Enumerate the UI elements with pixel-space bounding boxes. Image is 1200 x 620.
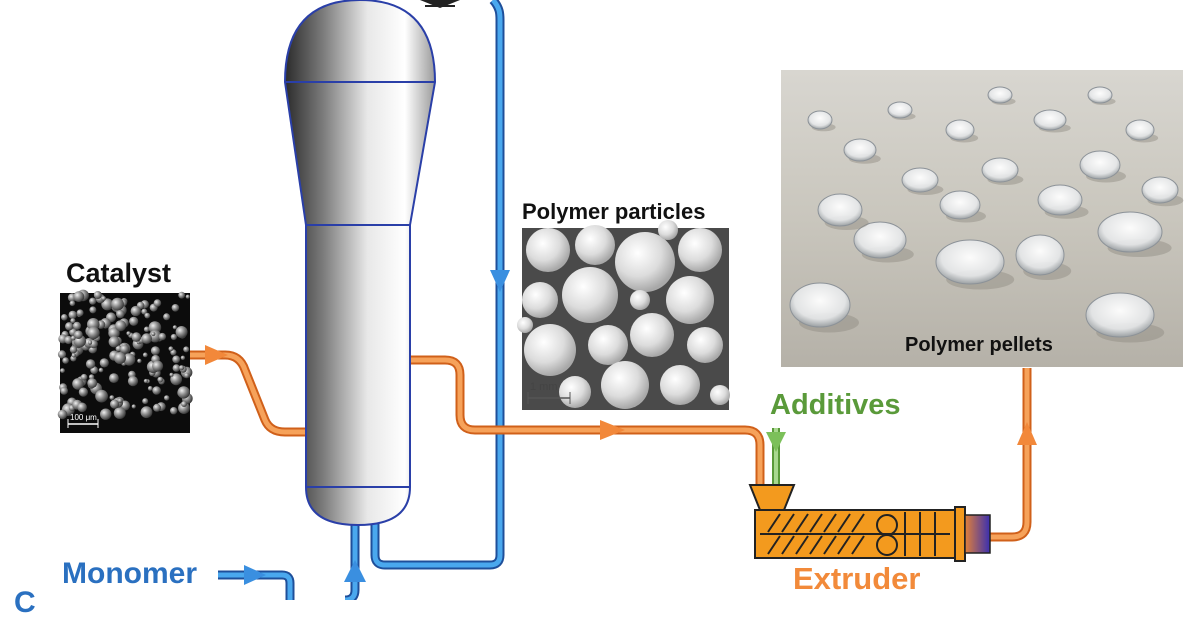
polymer-particles-image: 1 mm bbox=[517, 220, 730, 410]
extruder-label: Extruder bbox=[793, 561, 921, 596]
monomer-stream bbox=[218, 0, 505, 600]
catalyst-label: Catalyst bbox=[66, 258, 172, 288]
polymer-stream bbox=[190, 350, 1032, 542]
polymer-pellets-image bbox=[781, 70, 1184, 367]
additives-label: Additives bbox=[770, 389, 901, 421]
reactor-vessel-icon bbox=[283, 0, 460, 527]
polymer-pellets-label: Polymer pellets bbox=[905, 334, 1053, 356]
monomer-flow-arrow-down bbox=[490, 270, 510, 292]
process-diagram: 100 μm 1 mm bbox=[57, 0, 1184, 600]
polymer-particles-label: Polymer particles bbox=[522, 199, 706, 224]
particles-scale-label: 1 mm bbox=[530, 381, 558, 393]
product-flow-arrow bbox=[600, 420, 625, 440]
monomer-inlet-arrow bbox=[244, 565, 266, 585]
catalyst-image: 100 μm bbox=[57, 289, 193, 433]
catalyst-flow-arrow bbox=[205, 345, 228, 365]
monomer-label: Monomer bbox=[62, 557, 197, 590]
cut-off-label: C bbox=[14, 586, 36, 619]
monomer-flow-arrow-up bbox=[344, 560, 366, 582]
pellet-flow-arrow bbox=[1017, 422, 1037, 445]
additives-feed bbox=[766, 428, 786, 485]
extruder-screw-icon bbox=[748, 484, 991, 562]
catalyst-scale-label: 100 μm bbox=[70, 413, 97, 422]
